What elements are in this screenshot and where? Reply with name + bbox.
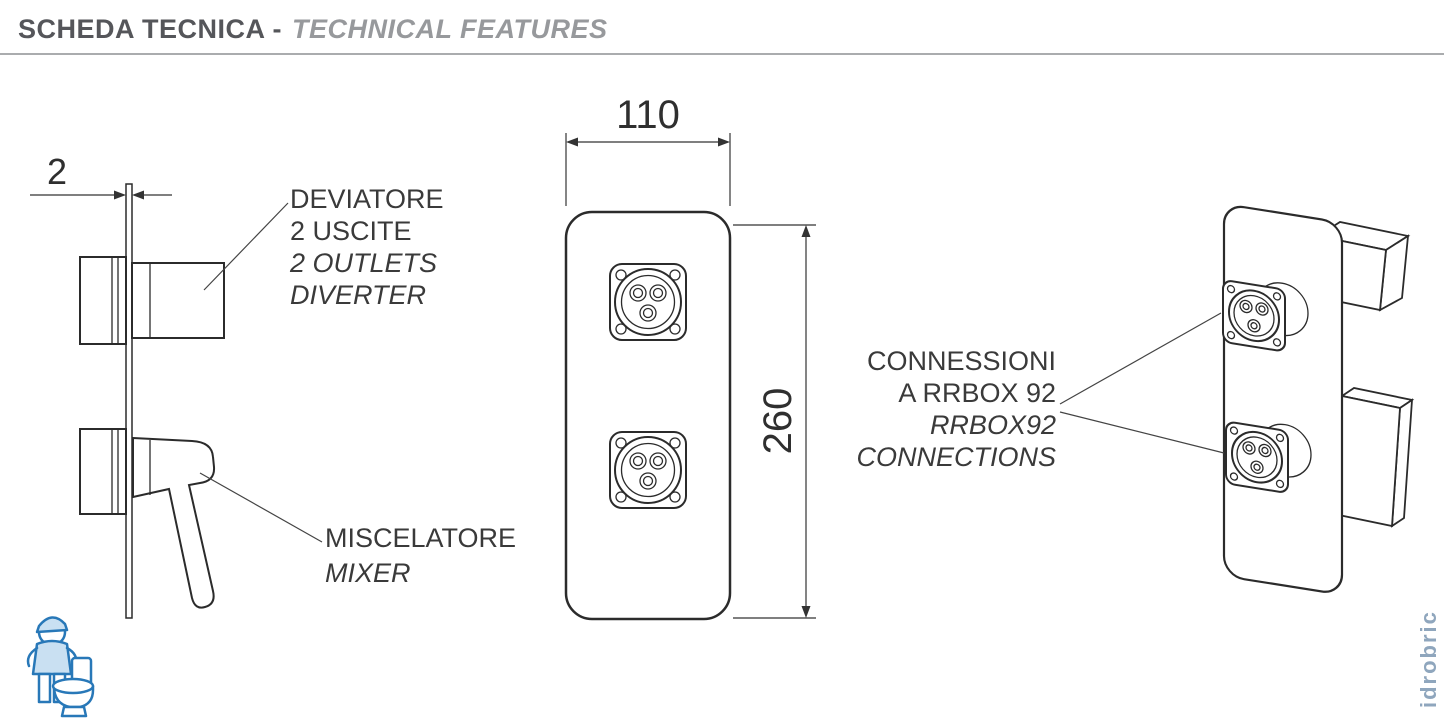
watermark: idrobric <box>1416 610 1441 708</box>
mixer-label: MISCELATORE MIXER <box>325 523 516 588</box>
connections-label: CONNESSIONI A RRBOX 92 RRBOX92 CONNECTIO… <box>856 346 1056 472</box>
diverter-leader-line <box>203 202 289 291</box>
thickness-dim-text: 2 <box>47 151 67 192</box>
width-dimension: 110 <box>565 93 731 206</box>
connections-leader-line-lower <box>1059 411 1225 454</box>
front-view: 110 260 <box>564 93 816 621</box>
diverter-side <box>79 256 225 345</box>
height-dimension: 260 <box>733 224 816 619</box>
iso-plate <box>1222 205 1344 593</box>
height-dim-text: 260 <box>756 388 800 455</box>
mixer-side <box>79 428 216 609</box>
diverter-label-line3: 2 OUTLETS <box>289 248 437 278</box>
header: SCHEDA TECNICA - TECHNICAL FEATURES <box>0 0 1444 55</box>
plumber-logo <box>26 616 95 718</box>
lower-control-front <box>609 431 687 509</box>
front-plate <box>564 210 732 621</box>
iso-view: CONNESSIONI A RRBOX 92 RRBOX92 CONNECTIO… <box>856 205 1415 593</box>
thickness-dimension: 2 <box>30 151 172 200</box>
mixer-leader-line <box>199 472 323 543</box>
mixer-label-line1: MISCELATORE <box>325 523 516 553</box>
lower-connection-box <box>1333 387 1415 528</box>
upper-control-front <box>609 263 687 341</box>
upper-control-iso <box>1222 280 1309 352</box>
connections-label-line2: A RRBOX 92 <box>898 378 1056 408</box>
mixer-handle <box>132 436 216 609</box>
connections-leader-line-upper <box>1059 312 1222 405</box>
page-title: SCHEDA TECNICA - <box>18 14 282 44</box>
diverter-label-line2: 2 USCITE <box>290 216 412 246</box>
page-subtitle: TECHNICAL FEATURES <box>292 14 608 44</box>
side-plate <box>125 183 133 619</box>
diverter-label-line4: DIVERTER <box>290 280 426 310</box>
lower-control-iso <box>1225 421 1312 493</box>
diverter-label: DEVIATORE 2 USCITE 2 OUTLETS DIVERTER <box>289 184 444 310</box>
diverter-label-line1: DEVIATORE <box>290 184 444 214</box>
width-dim-text: 110 <box>616 93 680 137</box>
side-view: 2 DEVIATORE 2 USCITE <box>30 151 516 619</box>
connections-label-line4: CONNECTIONS <box>856 442 1056 472</box>
connections-label-line3: RRBOX92 <box>930 410 1056 440</box>
connections-label-line1: CONNESSIONI <box>867 346 1056 376</box>
mixer-label-line2: MIXER <box>325 558 411 588</box>
